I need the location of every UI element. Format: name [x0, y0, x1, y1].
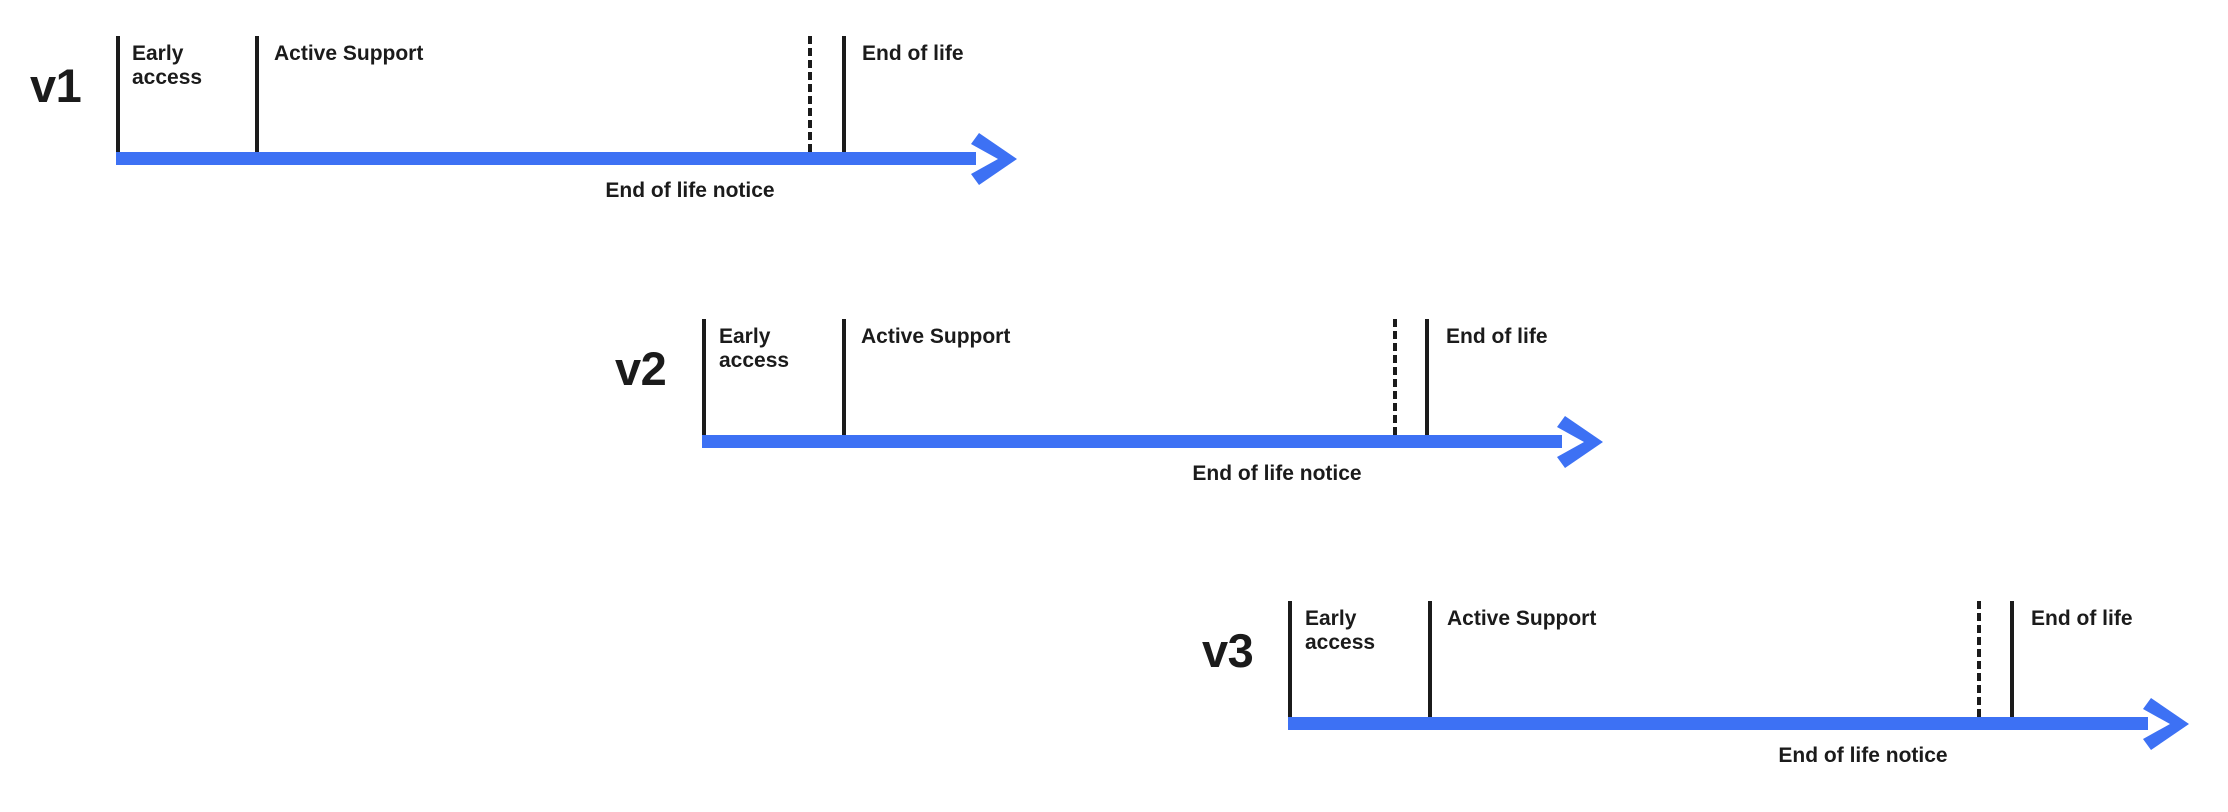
notice-label-v3: End of life notice	[1778, 744, 1948, 767]
phase-tick-v2-early-access-start	[702, 319, 706, 435]
rail-arrowhead-v1	[971, 133, 1017, 185]
notice-label-v1: End of life notice	[605, 179, 775, 202]
end-of-life-notice-marker-v1	[808, 36, 812, 152]
phase-tick-v3-early-access-start	[1288, 601, 1292, 717]
phase-tick-v3-active-support-start	[1428, 601, 1432, 717]
rail-arrowhead-v3	[2143, 698, 2189, 750]
phase-label-v3-end-of-life: End of life	[2031, 607, 2133, 630]
phase-tick-v2-end-of-life-start	[1425, 319, 1429, 435]
version-label-v1: v1	[30, 59, 82, 112]
phase-label-v1-active-support: Active Support	[274, 42, 424, 65]
notice-label-v2: End of life notice	[1192, 462, 1362, 485]
phase-label-v2-end-of-life: End of life	[1446, 325, 1548, 348]
version-label-v3: v3	[1202, 624, 1254, 677]
phase-label-v1-early-access: Early access	[132, 42, 203, 89]
lifecycle-rail-v1	[116, 152, 976, 165]
rail-arrowhead-v2	[1557, 416, 1603, 468]
phase-tick-v1-active-support-start	[255, 36, 259, 152]
phase-label-v3-active-support: Active Support	[1447, 607, 1597, 630]
end-of-life-notice-marker-v3	[1977, 601, 1981, 717]
phase-tick-v2-active-support-start	[842, 319, 846, 435]
phase-label-v1-end-of-life: End of life	[862, 42, 964, 65]
phase-tick-v3-end-of-life-start	[2010, 601, 2014, 717]
phase-tick-v1-end-of-life-start	[842, 36, 846, 152]
lifecycle-rail-v3	[1288, 717, 2148, 730]
lifecycle-rail-v2	[702, 435, 1562, 448]
timeline-v1: v1 Early access Active Support End of li…	[0, 0, 1060, 202]
phase-label-v2-active-support: Active Support	[861, 325, 1011, 348]
phase-tick-v1-early-access-start	[116, 36, 120, 152]
timeline-v2: v2 Early access Active Support End of li…	[0, 283, 1650, 485]
end-of-life-notice-marker-v2	[1393, 319, 1397, 435]
phase-label-v2-early-access: Early access	[719, 325, 790, 372]
timeline-v3: v3 Early access Active Support End of li…	[0, 565, 2228, 767]
phase-label-v3-early-access: Early access	[1305, 607, 1376, 654]
version-label-v2: v2	[615, 342, 667, 395]
